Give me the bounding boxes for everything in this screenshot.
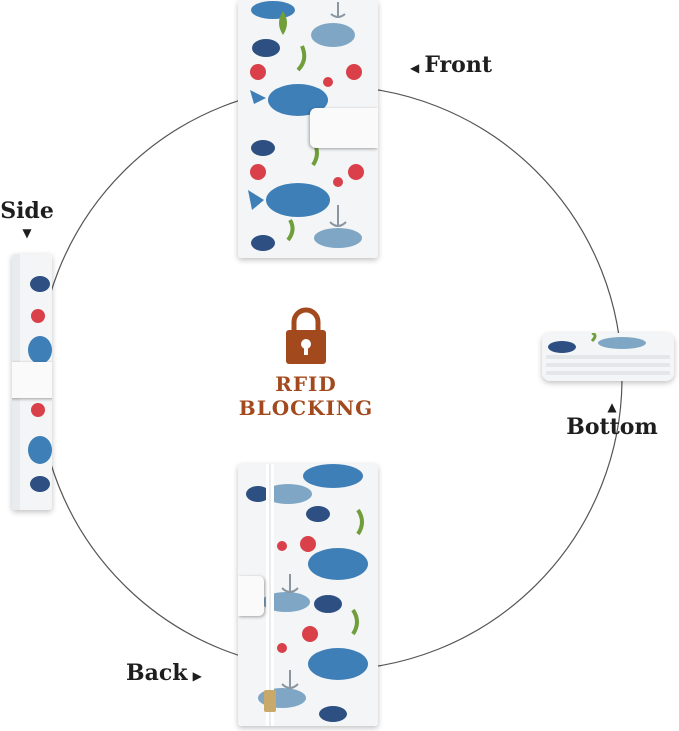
pointer-left-icon: ◀: [410, 61, 420, 75]
back-label: Back ▶: [126, 660, 202, 686]
whale-pattern-bottom: [542, 333, 674, 381]
wallet-back-view: [238, 464, 378, 726]
padlock-icon: [286, 307, 326, 364]
wallet-front-view: [238, 0, 378, 258]
whale-pattern-back: [238, 464, 378, 726]
rfid-badge: RFID BLOCKING: [236, 306, 376, 420]
pointer-right-icon: ▶: [192, 669, 202, 683]
clasp-tab-side: [12, 362, 52, 398]
side-label: Side ▼: [0, 198, 54, 240]
rfid-line1: RFID: [275, 372, 337, 396]
pointer-up-icon: ▲: [607, 400, 617, 414]
wallet-side-view: [12, 254, 52, 510]
whale-pattern: [238, 0, 378, 258]
front-label: ◀ Front: [410, 52, 492, 78]
pointer-down-icon: ▼: [22, 226, 32, 240]
clasp-tab: [310, 108, 378, 148]
clasp-tab-back: [238, 576, 264, 616]
wallet-bottom-view: [542, 333, 674, 381]
bottom-label: ▲ Bottom: [566, 400, 658, 440]
rfid-line2: BLOCKING: [238, 396, 374, 420]
